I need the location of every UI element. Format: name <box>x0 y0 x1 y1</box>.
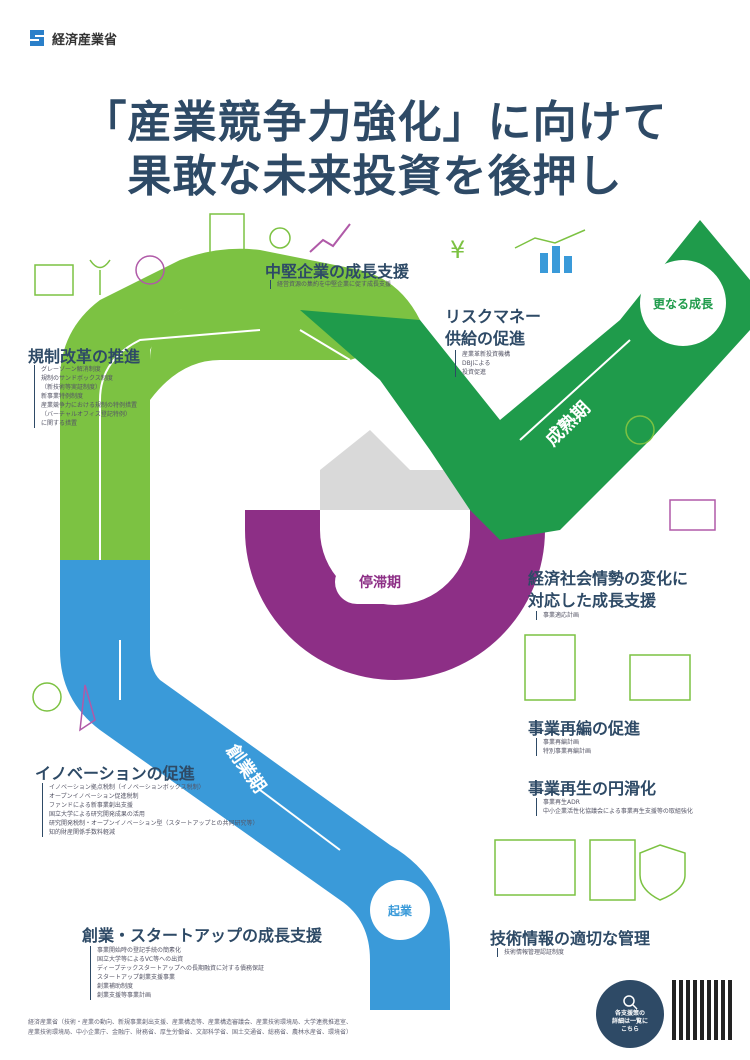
yen-icon: ¥ <box>450 236 465 264</box>
risk-title-2: 供給の促進 <box>445 329 526 348</box>
meti-logo-icon <box>30 30 44 46</box>
qr-code-icon[interactable] <box>672 980 732 1040</box>
details-bubble[interactable]: 各支援策の 詳細は一覧に こちら <box>596 980 664 1048</box>
chart-icon <box>309 223 351 253</box>
headline-line1: 「産業競争力強化」に向けて <box>82 97 668 148</box>
kisei-list: グレーゾーン解消制度 規制のサンドボックス制度 （新技術等実証制度） 新事業特例… <box>34 365 137 428</box>
sougyou-list: 事業開始時の登記手続の簡素化 国立大学等によるVC等への出資 ディープテックスタ… <box>90 946 264 1000</box>
stagnation-ring <box>245 510 545 680</box>
risk-item: DBJによる <box>462 360 491 367</box>
innov-item: イノベーション拠点税制（イノベーションボックス税制） <box>49 784 205 791</box>
innov-item: 国立大学による研究開発成果の活用 <box>49 811 145 818</box>
saisei-title: 事業再生の円滑化 <box>528 779 657 798</box>
risk-icons: ¥ <box>450 229 586 273</box>
innov-list: イノベーション拠点税制（イノベーションボックス税制） オープンイノベーション促進… <box>42 783 258 837</box>
keizai-title-2: 対応した成長支援 <box>528 591 657 610</box>
saihen-list: 事業再編計画 特別事業再編計画 <box>536 738 591 756</box>
stagnation-label: 停滞期 <box>359 575 401 591</box>
chuken-item: 経営資源の集約を中堅企業に促す成長支援 <box>277 281 392 288</box>
chuken-title: 中堅企業の成長支援 <box>265 262 410 281</box>
stagnation-connector <box>320 430 470 510</box>
gijutsu-list: 技術情報管理認証制度 <box>497 948 564 957</box>
headline-line2: 果敢な未来投資を後押し <box>127 151 623 202</box>
kisei-title: 規制改革の推進 <box>28 347 141 366</box>
chuken-list: 経営資源の集約を中堅企業に促す成長支援 <box>270 280 391 289</box>
risk-title-1: リスクマネー <box>445 307 542 326</box>
keizai-list: 事業適応計画 <box>536 611 579 620</box>
gijutsu-item: 技術情報管理認証制度 <box>504 949 565 956</box>
innov-item: オープンイノベーション促進税制 <box>49 793 139 800</box>
risk-list: 産業革新投資機構 DBJによる 投資促進 <box>455 350 510 377</box>
kisei-icons <box>34 255 165 296</box>
saihen-item: 特別事業再編計画 <box>543 748 592 755</box>
innov-title: イノベーションの促進 <box>35 764 195 783</box>
laptop-icon <box>34 264 74 296</box>
gear-icon <box>32 682 62 712</box>
kisei-item: 新事業特例制度 <box>41 393 84 400</box>
sougyou-item: スタートアップ創業支援事業 <box>97 974 176 981</box>
kisei-item: に関する措置 <box>41 420 78 427</box>
sougyou-item: 創業支援等事業計画 <box>97 992 152 999</box>
saisei-list: 事業再生ADR 中小企業活性化協議会による事業再生支援等の取組強化 <box>536 798 693 816</box>
sougyou-item: 事業開始時の登記手続の簡素化 <box>97 947 182 954</box>
further-growth-label: 更なる成長 <box>652 296 713 311</box>
chuken-icons <box>209 213 351 263</box>
search-icon <box>623 995 638 1010</box>
keizai-item: 事業適応計画 <box>543 612 580 619</box>
saihen-item: 事業再編計画 <box>543 739 580 746</box>
innov-item: ファンドによる新事業創出支援 <box>49 802 133 809</box>
saisei-item: 事業再生ADR <box>543 799 580 806</box>
kisei-item: （新技術等実証制度） <box>41 384 102 391</box>
sougyou-item: 創業補助制度 <box>97 983 134 990</box>
sougyou-item: 国立大学等によるVC等への出資 <box>97 956 184 963</box>
risk-item: 産業革新投資機構 <box>462 351 511 358</box>
sougyou-item: ディープテックスタートアップへの長期融資に対する債務保証 <box>97 965 265 972</box>
bubble-line3: こちら <box>620 1026 639 1033</box>
kisei-item: 規制のサンドボックス制度 <box>41 375 113 382</box>
keizai-title-1: 経済社会情勢の変化に <box>528 569 689 588</box>
founding-road <box>60 560 450 1010</box>
gijutsu-title: 技術情報の適切な管理 <box>490 929 651 948</box>
search-icon <box>135 255 165 285</box>
gijutsu-icons <box>494 839 686 901</box>
kisei-item: 産業競争力における規制の特例措置 <box>41 402 138 409</box>
innov-item: 知的財産関係手数料軽減 <box>49 829 116 836</box>
building-icon <box>209 213 245 263</box>
logo-text: 経済産業省 <box>52 32 118 48</box>
bar-chart-icon <box>540 253 548 273</box>
innov-item: 研究開発税制・オープンイノベーション型（スタートアップとの共同研究等） <box>49 820 259 827</box>
gear-icon <box>625 415 655 445</box>
plant-icon <box>89 259 111 295</box>
risk-item: 投資促進 <box>462 369 487 376</box>
mature-road <box>300 220 750 540</box>
document-icon <box>589 839 636 901</box>
footer-line2: 産業技術環境局、中小企業庁、金融庁、財務省、厚生労働省、文部科学省、国土交通省、… <box>28 1029 353 1036</box>
keizai-icons <box>625 415 716 531</box>
innov-icons <box>32 682 96 732</box>
saisei-item: 中小企業活性化協議会による事業再生支援等の取組強化 <box>543 808 693 815</box>
saihen-icons <box>524 634 691 701</box>
factory-icon <box>524 634 576 701</box>
footer-line1: 経済産業省（技術・産業の動向、新規事業創出支援、産業構造等、産業構造審議会、産業… <box>28 1019 353 1026</box>
saihen-title: 事業再編の促進 <box>528 719 641 738</box>
footer: 経済産業省（技術・産業の動向、新規事業創出支援、産業構造等、産業構造審議会、産業… <box>28 1018 352 1038</box>
startup-label: 起業 <box>387 903 412 918</box>
coin-icon <box>269 227 291 249</box>
ministry-logo: 経済産業省 <box>28 28 117 48</box>
further-growth-circle: 更なる成長 <box>640 260 726 346</box>
sougyou-title: 創業・スタートアップの成長支援 <box>82 926 323 945</box>
kisei-item: （バーチャルオフィス登記特例） <box>41 411 131 418</box>
bubble-line1: 各支援策の <box>614 1010 645 1017</box>
microscope-icon <box>79 684 96 732</box>
kisei-item: グレーゾーン解消制度 <box>41 366 101 373</box>
stagnation-label-box: 停滞期 <box>335 560 425 604</box>
bubble-line2: 詳細は一覧に <box>611 1018 648 1025</box>
startup-circle: 起業 <box>370 880 430 940</box>
shield-icon <box>639 844 686 901</box>
